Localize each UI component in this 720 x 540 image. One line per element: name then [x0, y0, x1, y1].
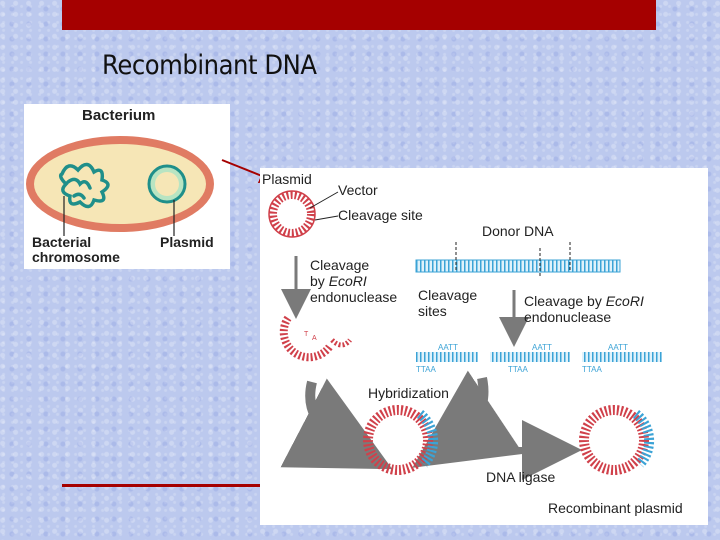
donor-dna-text: Donor DNA — [482, 223, 554, 239]
recombinant-plasmid — [579, 405, 649, 475]
hybrid-insert — [416, 410, 439, 468]
plasmid-label: Plasmid — [160, 234, 214, 250]
bacterial-chromosome — [58, 162, 110, 209]
plasmid-center — [155, 172, 179, 196]
bacterium-label: Bacterium — [82, 107, 155, 124]
fragment-2 — [490, 352, 570, 362]
cleavage-by-ecori-3: endonuclease — [524, 309, 611, 325]
vector-plasmid — [269, 191, 315, 237]
hybridization-arrow-left — [280, 378, 393, 470]
donor-dna-strand — [415, 259, 621, 273]
cleavage-by-ecori-1: Cleavage by — [524, 293, 602, 309]
sticky-ttaa-3: TTAA — [582, 365, 603, 374]
cleavage-sites-2: sites — [418, 303, 447, 319]
sticky-aatt-3: AATT — [608, 343, 628, 352]
vector-text: Vector — [338, 182, 378, 198]
plasmid-text: Plasmid — [262, 171, 312, 187]
hybridization-arrow-right — [412, 370, 524, 468]
cleavage-site-pointer — [314, 215, 339, 221]
cleavage-ecori-4: endonuclease — [310, 289, 397, 305]
slide-title: Recombinant DNA — [102, 50, 317, 81]
process-panel: Plasmid Vector Cleavage site Donor DNA C… — [260, 168, 708, 525]
opened-end-a: A — [312, 335, 317, 342]
sticky-aatt-2: AATT — [532, 343, 552, 352]
chromosome-label-2: chromosome — [32, 249, 120, 265]
bacterium-panel: Bacterium Bacterial chromosome Plasmid — [24, 104, 230, 269]
cleavage-ecori-2: by — [310, 273, 325, 289]
dna-ligase-text: DNA ligase — [486, 469, 555, 485]
opened-end-t: T — [304, 331, 309, 338]
recombinant-insert — [632, 410, 655, 468]
cleavage-ecori-line2: by EcoRI — [310, 273, 367, 289]
sticky-ttaa-1: TTAA — [416, 365, 437, 374]
opened-plasmid — [279, 315, 334, 362]
cleavage-ecori-3: EcoRI — [329, 273, 367, 289]
vector-plasmid-outline — [268, 190, 316, 238]
opened-plasmid-end — [330, 338, 352, 348]
chromosome-label-1: Bacterial — [32, 234, 91, 250]
title-bar — [62, 0, 656, 30]
cleavage-by-ecori-line1: Cleavage by EcoRI — [524, 293, 644, 309]
fragment-1 — [416, 352, 478, 362]
cleavage-ecori-1: Cleavage — [310, 257, 369, 273]
vector-pointer — [309, 191, 339, 209]
sticky-ttaa-2: TTAA — [508, 365, 529, 374]
fragment-3 — [582, 352, 662, 362]
cleavage-site-text: Cleavage site — [338, 207, 423, 223]
cleavage-sites-1: Cleavage — [418, 287, 477, 303]
hybridization-text: Hybridization — [368, 385, 449, 401]
cleavage-by-ecori-2: EcoRI — [606, 293, 644, 309]
hybrid-plasmid — [363, 405, 433, 475]
recombinant-plasmid-text: Recombinant plasmid — [548, 500, 683, 516]
sticky-aatt-1: AATT — [438, 343, 458, 352]
